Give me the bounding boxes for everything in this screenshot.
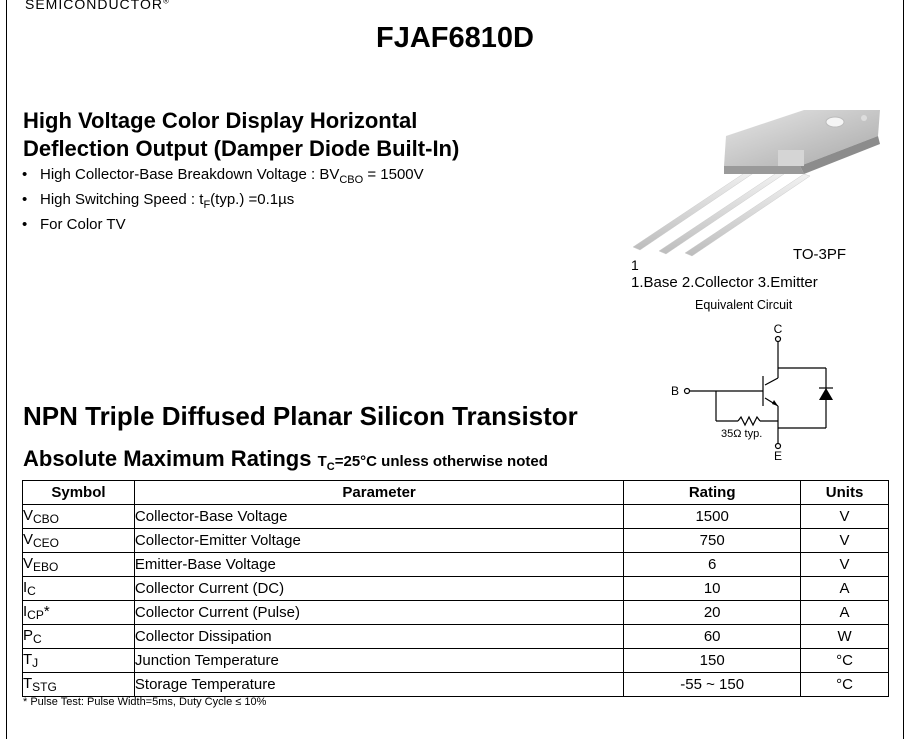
- unit-cell: °C: [800, 672, 889, 697]
- unit-cell: V: [800, 504, 889, 529]
- unit-cell: °C: [800, 648, 889, 673]
- page-frame-left: [6, 0, 7, 739]
- package-name: TO-3PF: [793, 246, 847, 263]
- parameter-cell: Collector Current (DC): [133, 576, 625, 601]
- parameter-cell: Collector Dissipation: [133, 624, 625, 649]
- base-terminal: [683, 387, 691, 395]
- unit-cell: A: [800, 600, 889, 625]
- table-row: ICP* Collector Current (Pulse) 20 A: [22, 600, 889, 625]
- rating-cell: 150: [623, 648, 802, 673]
- parameter-cell: Storage Temperature: [133, 672, 625, 697]
- equivalent-circuit-diagram: C B E 35Ω typ.: [671, 322, 833, 463]
- collector-label: C: [774, 322, 783, 336]
- equivalent-circuit-label: Equivalent Circuit: [695, 298, 793, 312]
- header-parameter: Parameter: [133, 480, 625, 505]
- header-symbol: Symbol: [22, 480, 135, 505]
- collector-terminal: [774, 335, 782, 343]
- brand-name: SEMICONDUCTOR®: [25, 0, 170, 12]
- emitter-label: E: [774, 449, 782, 463]
- symbol-cell: TSTG: [22, 672, 135, 697]
- rating-cell: 6: [623, 552, 802, 577]
- parameter-cell: Emitter-Base Voltage: [133, 552, 625, 577]
- rating-cell: 750: [623, 528, 802, 553]
- feature-item: •For Color TV: [22, 216, 126, 233]
- parameter-cell: Junction Temperature: [133, 648, 625, 673]
- symbol-cell: ICP*: [22, 600, 135, 625]
- rating-cell: -55 ~ 150: [623, 672, 802, 697]
- rating-cell: 20: [623, 600, 802, 625]
- rating-cell: 10: [623, 576, 802, 601]
- unit-cell: W: [800, 624, 889, 649]
- table-row: IC Collector Current (DC) 10 A: [22, 576, 889, 601]
- damper-diode-symbol: [819, 388, 833, 400]
- page-frame-right: [903, 0, 904, 739]
- headline: High Voltage Color Display Horizontal De…: [23, 107, 459, 163]
- resistor-symbol: [737, 415, 761, 427]
- headline-line-2: Deflection Output (Damper Diode Built-In…: [23, 136, 460, 161]
- absolute-maximum-ratings-table: Symbol Parameter Rating Units VCBO Colle…: [22, 480, 889, 697]
- header-units: Units: [800, 480, 889, 505]
- unit-cell: V: [800, 528, 889, 553]
- package-body: [724, 110, 880, 174]
- unit-cell: A: [800, 576, 889, 601]
- table-row: TJ Junction Temperature 150 °C: [22, 648, 889, 673]
- pulse-test-footnote: * Pulse Test: Pulse Width=5ms, Duty Cycl…: [23, 696, 267, 708]
- header-rating: Rating: [623, 480, 802, 505]
- resistor-label: 35Ω typ.: [721, 428, 762, 440]
- table-row: VEBO Emitter-Base Voltage 6 V: [22, 552, 889, 577]
- parameter-cell: Collector Current (Pulse): [133, 600, 625, 625]
- pin-assignment: 1.Base 2.Collector 3.Emitter: [631, 274, 818, 291]
- parameter-cell: Collector-Emitter Voltage: [133, 528, 625, 553]
- package-image: [632, 110, 880, 257]
- product-title: NPN Triple Diffused Planar Silicon Trans…: [23, 401, 578, 431]
- symbol-cell: VCEO: [22, 528, 135, 553]
- feature-item: •High Collector-Base Breakdown Voltage :…: [22, 166, 424, 186]
- table-row: TSTG Storage Temperature -55 ~ 150 °C: [22, 672, 889, 697]
- part-number: FJAF6810D: [376, 22, 534, 54]
- package-leads: [632, 167, 811, 257]
- feature-item: •High Switching Speed : tF(typ.) =0.1µs: [22, 191, 295, 211]
- feature-list: •High Collector-Base Breakdown Voltage :…: [22, 165, 424, 239]
- table-row: VCBO Collector-Base Voltage 1500 V: [22, 504, 889, 529]
- symbol-cell: VEBO: [22, 552, 135, 577]
- symbol-cell: PC: [22, 624, 135, 649]
- symbol-cell: VCBO: [22, 504, 135, 529]
- table-row: VCEO Collector-Emitter Voltage 750 V: [22, 528, 889, 553]
- headline-line-1: High Voltage Color Display Horizontal: [23, 108, 418, 133]
- ratings-title: Absolute Maximum Ratings TC=25°C unless …: [23, 446, 548, 473]
- table-row: PC Collector Dissipation 60 W: [22, 624, 889, 649]
- table-header-row: Symbol Parameter Rating Units: [22, 480, 889, 505]
- symbol-cell: IC: [22, 576, 135, 601]
- base-label: B: [671, 384, 679, 398]
- unit-cell: V: [800, 552, 889, 577]
- parameter-cell: Collector-Base Voltage: [133, 504, 625, 529]
- rating-cell: 1500: [623, 504, 802, 529]
- pin-one-marker: 1: [631, 257, 639, 273]
- ratings-condition: TC=25°C unless otherwise noted: [317, 453, 548, 473]
- symbol-cell: TJ: [22, 648, 135, 673]
- rating-cell: 60: [623, 624, 802, 649]
- emitter-terminal: [774, 442, 782, 450]
